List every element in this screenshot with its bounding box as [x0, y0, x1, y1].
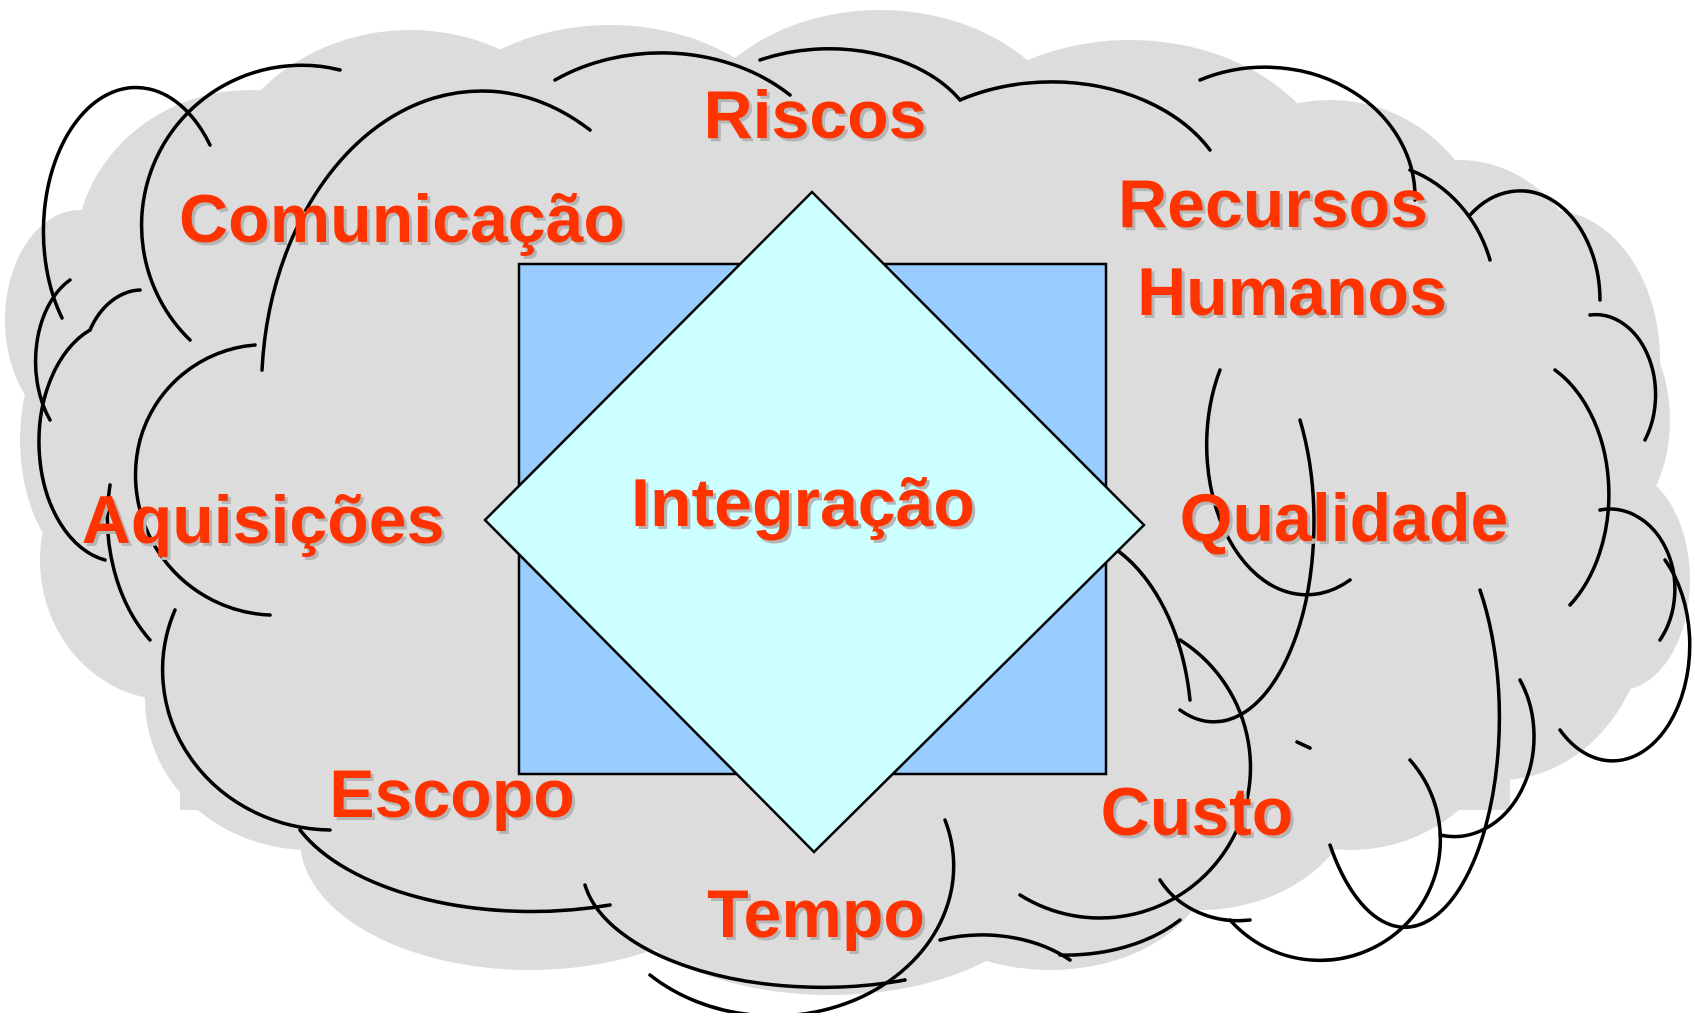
svg-text:Tempo: Tempo [710, 879, 928, 955]
label-recursos-humanos: Recursos Recursos Humanos Humanos [1118, 166, 1450, 333]
label-qualidade: Qualidade Qualidade [1180, 480, 1512, 559]
label-comunicacao: Comunicação Comunicação [179, 181, 628, 260]
svg-text:Comunicação: Comunicação [182, 184, 628, 260]
label-aquisicoes: Aquisições Aquisições [82, 482, 448, 561]
svg-text:Aquisições: Aquisições [85, 485, 448, 561]
svg-text:Custo: Custo [1101, 774, 1294, 850]
svg-text:Escopo: Escopo [329, 756, 575, 832]
integration-label: Integração [631, 465, 975, 541]
label-tempo: Tempo Tempo [707, 876, 928, 955]
svg-text:Qualidade: Qualidade [1183, 483, 1512, 559]
label-escopo: Escopo Escopo [329, 756, 578, 835]
svg-text:Humanos: Humanos [1140, 257, 1450, 333]
label-riscos: Riscos Riscos [704, 77, 930, 156]
svg-text:Integração: Integração [634, 468, 978, 544]
svg-text:Custo: Custo [1104, 777, 1297, 853]
svg-text:Riscos: Riscos [704, 77, 927, 153]
cloud-shape [5, 10, 1692, 1018]
svg-text:Aquisições: Aquisições [82, 482, 445, 558]
svg-text:Recursos: Recursos [1121, 169, 1431, 245]
svg-text:Humanos: Humanos [1137, 254, 1447, 330]
svg-text:Recursos: Recursos [1118, 166, 1428, 242]
svg-text:Riscos: Riscos [707, 80, 930, 156]
label-custo: Custo Custo [1101, 774, 1297, 853]
svg-text:Qualidade: Qualidade [1180, 480, 1509, 556]
integration-diamond [483, 190, 1146, 854]
center-label: Integração Integração [631, 465, 978, 544]
svg-text:Tempo: Tempo [707, 876, 925, 952]
svg-text:Escopo: Escopo [332, 759, 578, 835]
svg-text:Comunicação: Comunicação [179, 181, 625, 257]
